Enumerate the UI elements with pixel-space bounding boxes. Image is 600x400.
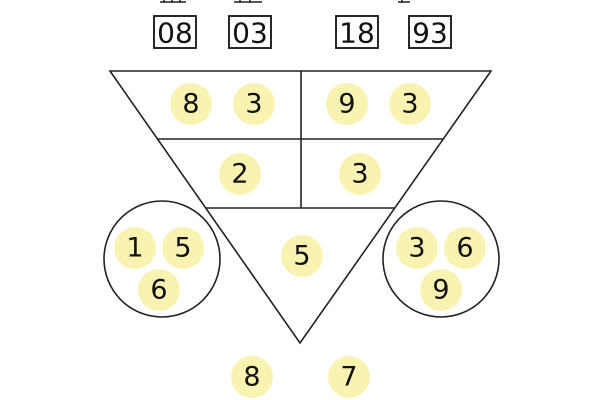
token-value: 3 (245, 89, 262, 120)
right-circle (382, 200, 500, 318)
left-circle (103, 200, 221, 318)
number-token: 3 (396, 227, 438, 269)
header-box: 18 (335, 15, 379, 50)
number-token: 9 (326, 83, 368, 125)
number-token: 9 (420, 269, 462, 311)
number-token: 3 (339, 153, 381, 195)
number-token: 8 (170, 83, 212, 125)
number-token: 3 (389, 83, 431, 125)
number-token: 2 (219, 153, 261, 195)
token-value: 3 (408, 233, 425, 264)
token-value: 3 (351, 159, 368, 190)
header-box: 08 (153, 15, 197, 50)
token-value: 6 (456, 233, 473, 264)
number-token: 3 (233, 83, 275, 125)
inverted-triangle (108, 70, 493, 345)
token-value: 2 (231, 159, 248, 190)
header-box: 03 (228, 15, 272, 50)
token-value: 1 (126, 233, 143, 264)
number-token: 1 (114, 227, 156, 269)
number-token: 6 (138, 269, 180, 311)
number-tokens: 8 3 9 3 2 3 5 (114, 83, 486, 398)
header-box-value: 93 (412, 17, 448, 50)
token-value: 3 (401, 89, 418, 120)
number-token: 5 (281, 235, 323, 277)
token-value: 8 (182, 89, 199, 120)
header-box-value: 18 (339, 17, 375, 50)
header-box-value: 03 (232, 17, 268, 50)
token-value: 9 (432, 275, 449, 306)
token-value: 9 (338, 89, 355, 120)
number-token: 6 (444, 227, 486, 269)
token-value: 5 (293, 241, 310, 272)
header-box: 93 (408, 15, 452, 50)
cropped-header-fragments (160, 0, 410, 3)
header-box-value: 08 (157, 17, 193, 50)
number-token: 7 (328, 356, 370, 398)
number-token: 8 (231, 356, 273, 398)
token-value: 7 (340, 362, 357, 393)
token-value: 5 (174, 233, 191, 264)
header-boxes: 08 03 18 93 (153, 15, 452, 50)
token-value: 6 (150, 275, 167, 306)
number-token: 5 (162, 227, 204, 269)
token-value: 8 (243, 362, 260, 393)
